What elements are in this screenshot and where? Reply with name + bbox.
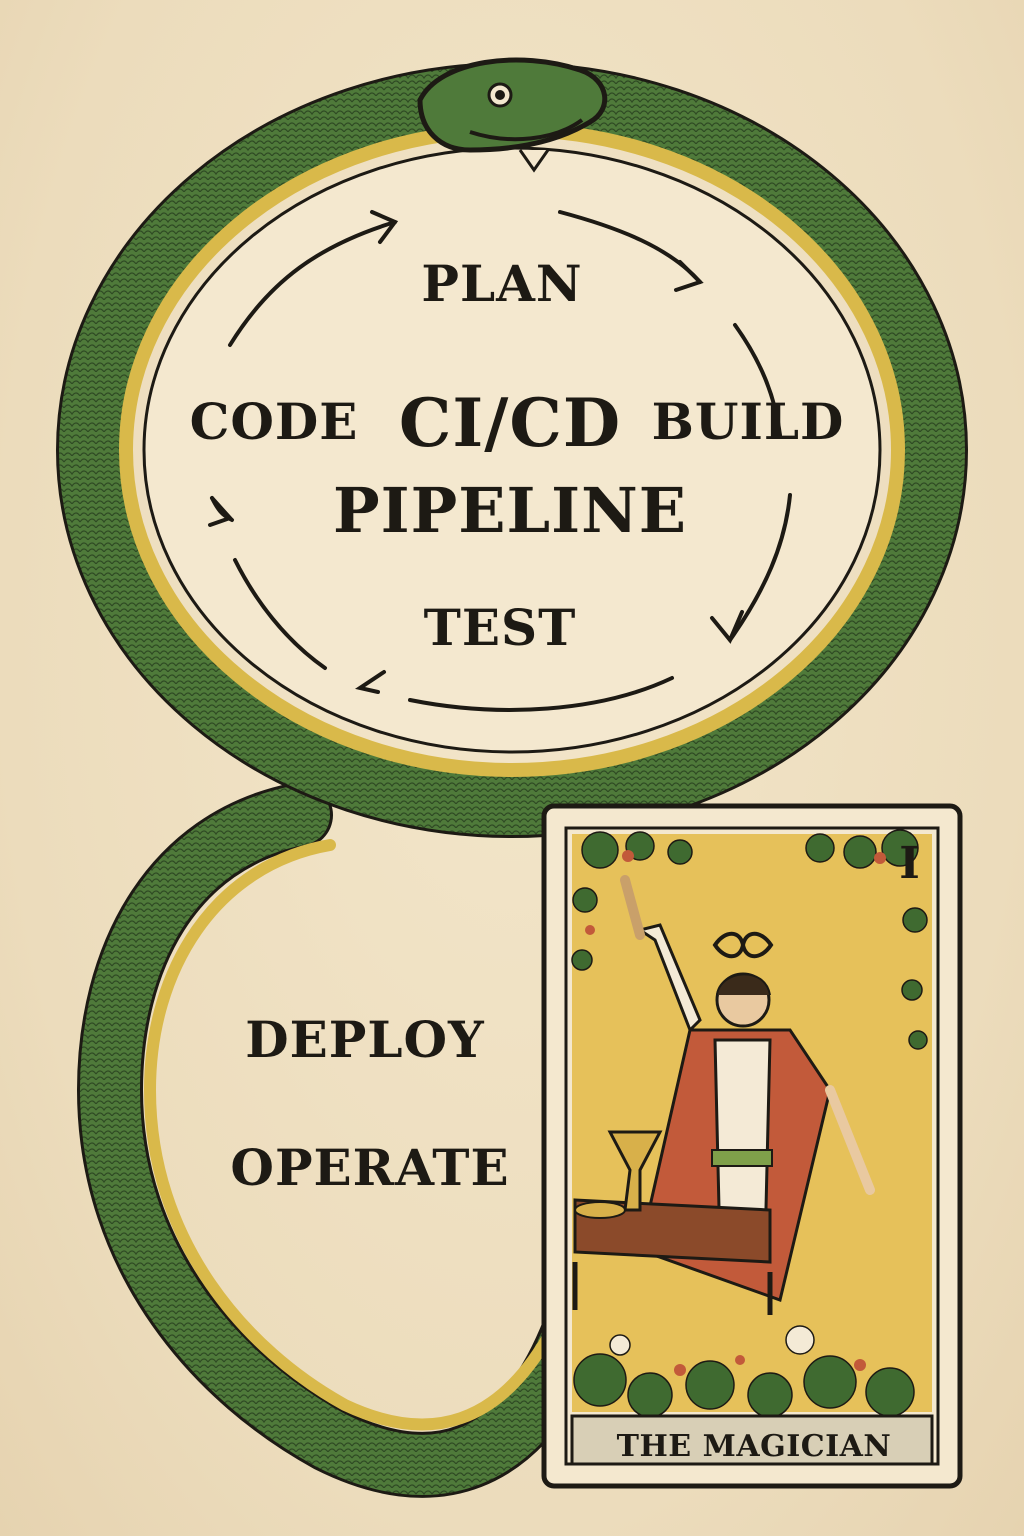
stage-plan-label: PLAN [421,254,583,313]
infinity-icon [712,931,774,959]
stage-deploy-label: DEPLOY [245,1010,485,1069]
diagram-title-line2: PIPELINE [332,474,688,547]
stage-code-label: CODE [189,392,359,451]
stage-operate-label: OPERATE [230,1138,510,1197]
stage-test-label: TEST [423,598,577,657]
card-numeral: I [899,838,921,889]
stage-build-label: BUILD [651,392,845,451]
tarot-card [541,803,963,1489]
snake-head [417,57,608,173]
cycle-arrows [208,210,792,712]
snake-tail-loop [76,782,608,1498]
diagram-title-line1: CI/CD [398,384,622,462]
card-name-label: THE MAGICIAN [616,1429,892,1464]
